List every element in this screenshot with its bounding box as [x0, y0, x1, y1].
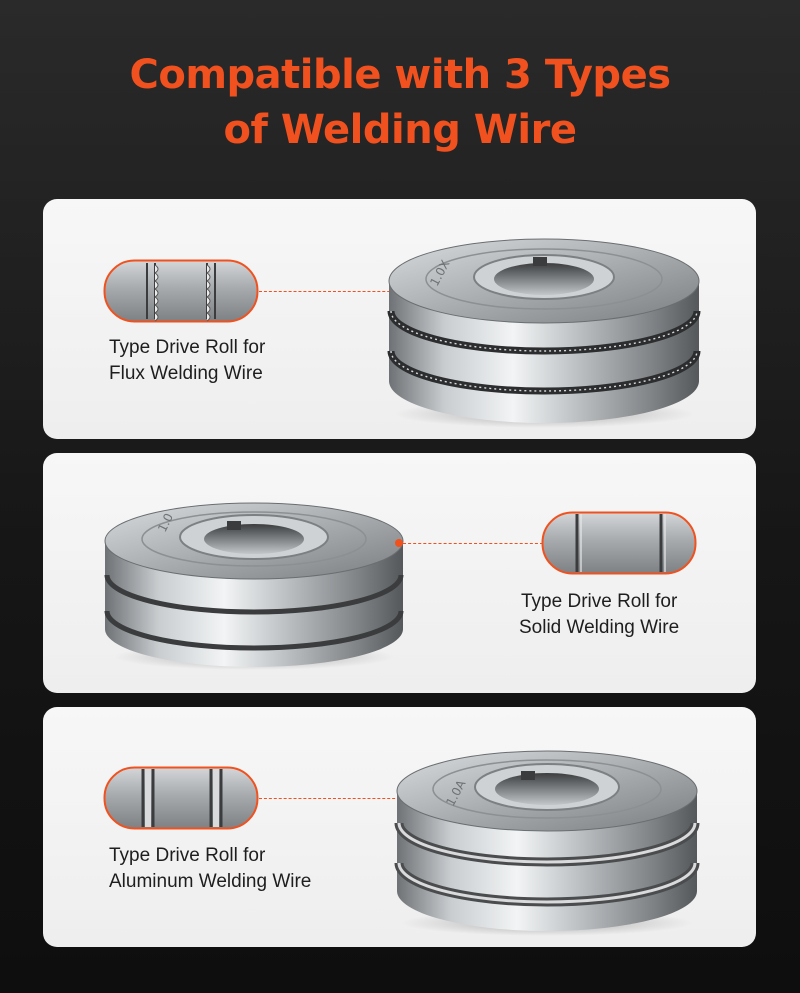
aluminum-caption-line-1: Type Drive Roll for — [109, 845, 266, 866]
solid-caption-line-1: Type Drive Roll for — [521, 591, 678, 612]
solid-caption: Type Drive Roll for Solid Welding Wire — [519, 589, 679, 641]
headline: Compatible with 3 Types of Welding Wire — [0, 48, 800, 158]
card-aluminum-drive-roll: Type Drive Roll for Aluminum Welding Wir… — [43, 707, 756, 947]
aluminum-drive-roll-image: 1.0A — [394, 750, 700, 936]
flux-drive-roll-image: 1.0X — [387, 238, 701, 428]
solid-groove-pill-icon — [541, 511, 697, 575]
solid-drive-roll-image: 1.0 — [104, 502, 404, 670]
aluminum-caption: Type Drive Roll for Aluminum Welding Wir… — [109, 843, 311, 895]
flux-groove-pill-icon — [103, 259, 259, 323]
aluminum-caption-line-2: Aluminum Welding Wire — [109, 871, 312, 892]
solid-leader-dot — [395, 539, 403, 547]
solid-leader-line — [403, 543, 543, 544]
flux-caption: Type Drive Roll for Flux Welding Wire — [109, 335, 265, 387]
solid-caption-line-2: Solid Welding Wire — [519, 617, 680, 638]
card-flux-drive-roll: Type Drive Roll for Flux Welding Wire 1.… — [43, 199, 756, 439]
flux-caption-line-1: Type Drive Roll for — [109, 337, 266, 358]
headline-line-2: of Welding Wire — [223, 107, 577, 153]
aluminum-groove-pill-icon — [103, 766, 259, 830]
headline-line-1: Compatible with 3 Types — [129, 52, 672, 98]
card-solid-drive-roll: 1.0 Type Drive Roll for Solid Welding Wi… — [43, 453, 756, 693]
flux-caption-line-2: Flux Welding Wire — [109, 363, 263, 384]
flux-leader-line — [259, 291, 405, 292]
aluminum-leader-line — [259, 798, 405, 799]
